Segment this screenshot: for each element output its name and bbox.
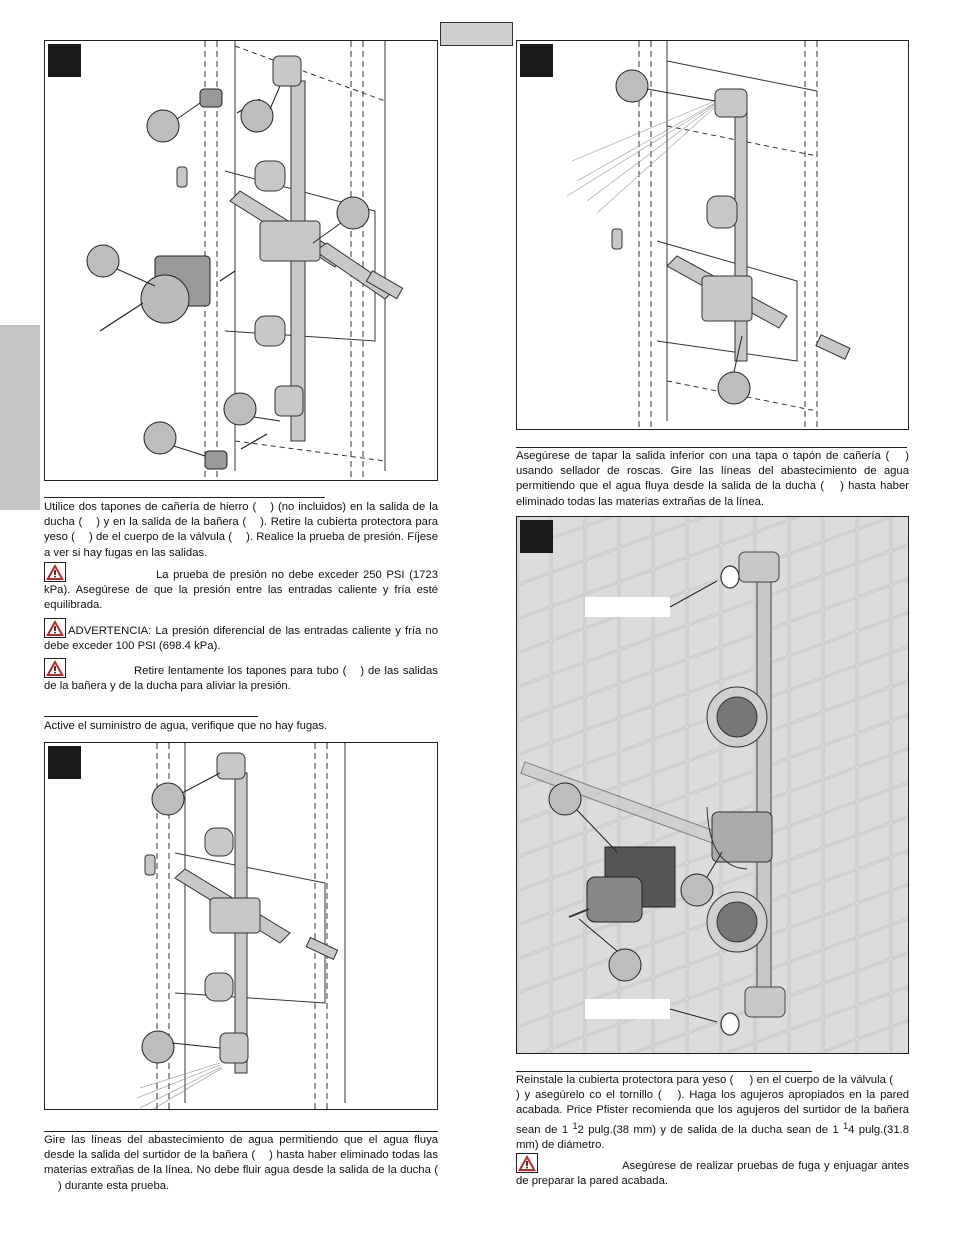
warning-text: ADVERTENCIA: La presión diferencial de l… xyxy=(44,625,438,653)
step-number-badge xyxy=(48,44,81,77)
step5-illustration xyxy=(517,517,908,1053)
step3-text-3: ) durante esta prueba. xyxy=(58,1179,170,1192)
fraction-denominator: 2 xyxy=(577,1123,584,1136)
step1-paragraph: Utilice dos tapones de cañería de hierro… xyxy=(44,500,438,561)
step1-text-1: Utilice dos tapones de cañería de hierro… xyxy=(44,501,257,513)
step5-text-5: pulg.(38 mm) y de salida de la ducha sea… xyxy=(588,1123,839,1136)
step1-text-6: ). Realice la prueba de presión. Fíjese … xyxy=(44,531,438,559)
step1-text-2: ) (no incluidos) en la salida de la duch… xyxy=(44,501,438,529)
step1-text-4: ). Retire la cubierta protectora para ye… xyxy=(44,516,438,544)
caution-release: Retire lentamente los tapones para tubo … xyxy=(44,658,438,694)
step1-illustration xyxy=(86,41,404,480)
warning-triangle-icon xyxy=(44,618,66,638)
caution1-text: La prueba de presión no debe exceder 250… xyxy=(44,569,438,612)
figure-step1 xyxy=(44,40,438,481)
step-number-badge xyxy=(520,520,553,553)
figure-step4 xyxy=(516,40,909,430)
fraction-numerator: 1 xyxy=(572,1120,578,1131)
warning-triangle-icon xyxy=(44,562,66,582)
step-number-badge xyxy=(48,746,81,779)
section-rule xyxy=(44,716,258,717)
step5-text-3: ) y asegúrelo co el tornillo ( xyxy=(516,1089,662,1102)
warning-differential: ADVERTENCIA: La presión diferencial de l… xyxy=(44,618,438,654)
step3-text-1: Gire las líneas del abastecimiento de ag… xyxy=(44,1134,438,1162)
step5-paragraph: Reinstale la cubierta protectora para ye… xyxy=(516,1073,909,1153)
step4-illustration xyxy=(566,41,851,429)
fraction-denominator: 4 xyxy=(848,1123,855,1136)
caution-final-text: Asegúrese de realizar pruebas de fuga y … xyxy=(516,1160,909,1188)
step2-paragraph: Active el suministro de agua, verifique … xyxy=(44,720,328,732)
section-rule xyxy=(44,497,325,498)
figure-step5 xyxy=(516,516,909,1054)
side-language-tab xyxy=(0,325,40,510)
step3-illustration xyxy=(136,743,346,1109)
section-rule xyxy=(44,1131,438,1132)
step4-paragraph: Asegúrese de tapar la salida inferior co… xyxy=(516,449,909,510)
step5-text-6: pulg.(31.8 mm) de diámetro. xyxy=(516,1123,910,1151)
step4-text-3: ) hasta haber eliminado todas las materi… xyxy=(516,480,909,508)
step3-text-2: ) hasta haber eliminado todas las materi… xyxy=(44,1149,438,1177)
step4-text-1: Asegúrese de tapar la salida inferior co… xyxy=(516,450,890,462)
caution2-text-a: Retire lentamente los tapones para tubo … xyxy=(134,665,347,677)
section-rule xyxy=(516,1071,812,1072)
warning-triangle-icon xyxy=(44,658,66,678)
fraction-numerator: 1 xyxy=(843,1120,849,1131)
section-rule xyxy=(516,447,907,448)
step5-text-4: ). Haga los agujeros apropiados en la pa… xyxy=(516,1089,909,1136)
step3-paragraph: Gire las líneas del abastecimiento de ag… xyxy=(44,1133,438,1194)
step5-text-1: Reinstale la cubierta protectora para ye… xyxy=(516,1074,734,1086)
caution-final: Asegúrese de realizar pruebas de fuga y … xyxy=(516,1153,909,1189)
step1-text-5: ) de el cuerpo de la válvula ( xyxy=(88,531,233,544)
step5-text-2: ) en el cuerpo de la válvula ( xyxy=(749,1074,894,1086)
step4-text-2: ) usando sellador de roscas. Gire las lí… xyxy=(516,450,909,493)
step1-text-3: ) y en la salida de la bañera ( xyxy=(96,516,247,529)
page-header-tab xyxy=(440,22,513,46)
step-number-badge xyxy=(520,44,553,77)
caution2-text-b: ) de las salidas de la bañera y de la du… xyxy=(44,665,438,693)
figure-step3 xyxy=(44,742,438,1110)
caution-pressure: La prueba de presión no debe exceder 250… xyxy=(44,562,438,614)
warning-triangle-icon xyxy=(516,1153,538,1173)
